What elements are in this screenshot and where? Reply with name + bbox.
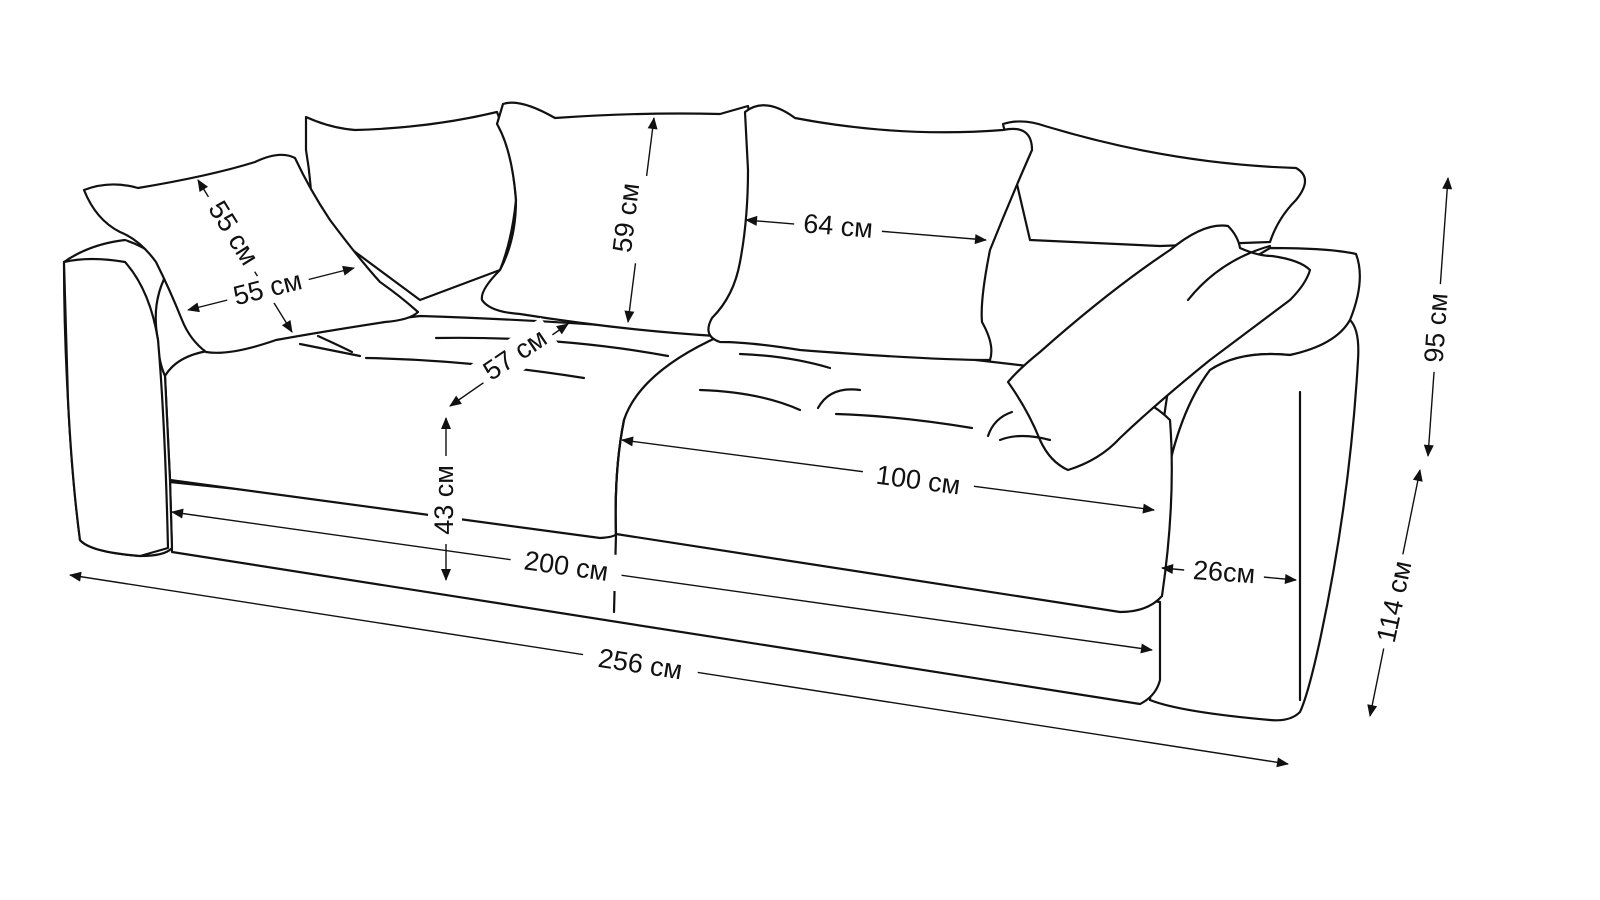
seat-tuft-8 (986, 410, 1014, 438)
label-total-height: 95 см (1419, 292, 1454, 364)
sofa-outline (62, 101, 1361, 722)
armrest-inner-line-2 (1186, 244, 1272, 302)
left-armrest-inner (62, 257, 170, 558)
back-cushion-far-right (1001, 120, 1307, 248)
dim-line-inner-width (171, 508, 1153, 654)
label-back-width: 64 см (802, 208, 874, 243)
seat-tuft-1 (298, 342, 362, 358)
label-total-width: 256 см (596, 643, 684, 686)
seat-tuft-4 (316, 334, 354, 354)
label-seat-height: 43 см (429, 465, 459, 535)
seat-tuft-5 (698, 388, 802, 412)
seat-tuft-6 (816, 388, 862, 410)
seat-tuft-9 (738, 352, 832, 370)
label-arm-width: 26см (1192, 555, 1256, 589)
seat-tuft-7 (834, 412, 974, 430)
